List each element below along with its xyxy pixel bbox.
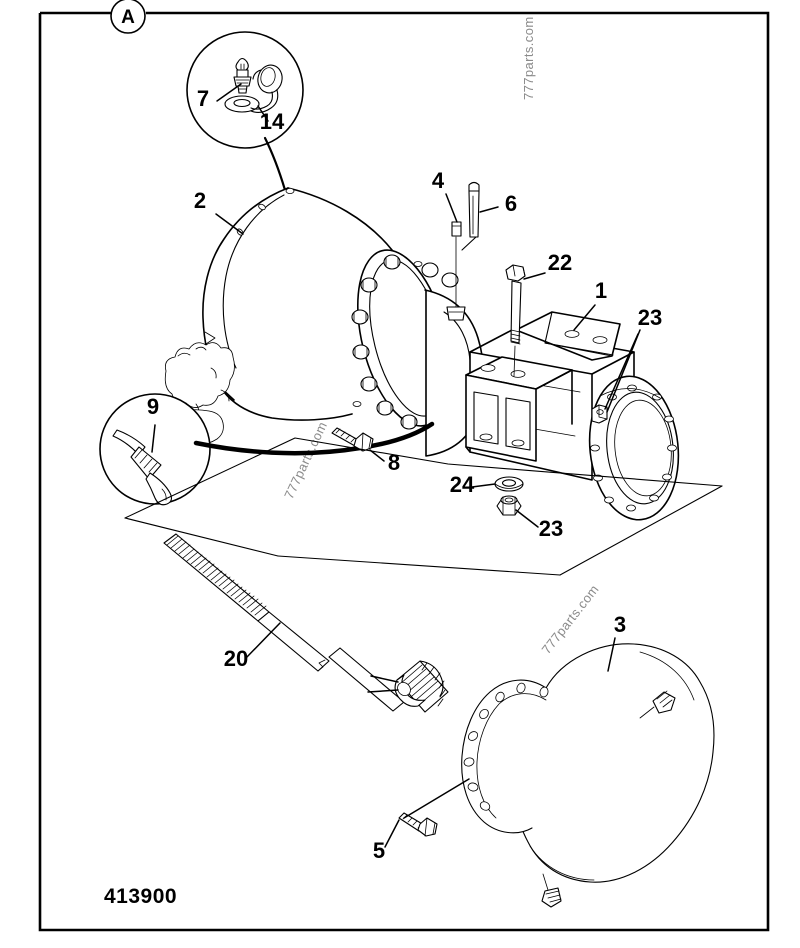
- leader-line-gear: [370, 675, 399, 683]
- callout-6: 6: [505, 191, 517, 216]
- body-nut-23-upper: [591, 404, 608, 424]
- cover-bolt-5: [398, 812, 438, 837]
- axle-assembly-part-1: [424, 289, 635, 481]
- detail-connector-line: [263, 136, 287, 192]
- flange-bolt-heads: [351, 254, 459, 430]
- callout-1: 1: [595, 278, 607, 303]
- watermark-text: 777parts.com: [539, 582, 602, 657]
- mounting-bracket: [465, 356, 573, 462]
- leader-line-14: [257, 105, 269, 122]
- callout-numbers: 2 7 14 4 6 22 1 23 9 8 24 23 20 3 5: [147, 86, 662, 863]
- callout-23-upper: 23: [638, 305, 662, 330]
- hex-bolt-22: [505, 264, 526, 377]
- leader-line-8: [369, 449, 385, 462]
- leader-line-22: [523, 272, 546, 280]
- cover-lug-right: [639, 690, 676, 719]
- callout-14: 14: [260, 109, 285, 134]
- leader-line-6: [479, 206, 499, 213]
- leader-line-23-lower: [515, 509, 539, 528]
- grease-nipple-icon: [233, 57, 252, 94]
- callout-24: 24: [450, 472, 475, 497]
- shaft-gear: [394, 660, 449, 713]
- leader-line-9: [151, 424, 156, 453]
- leader-lines: [215, 193, 641, 848]
- watermark-text: 777parts.com: [521, 16, 536, 100]
- leader-line-5: [384, 819, 400, 848]
- watermark-text: 777parts.com: [281, 419, 330, 501]
- callout-8: 8: [388, 450, 400, 475]
- callout-22: 22: [548, 250, 572, 275]
- retaining-clip-icon: [250, 64, 283, 114]
- cover-bolt-holes: [463, 682, 549, 811]
- leader-line-3: [607, 637, 616, 672]
- end-cover-part-3: [461, 643, 715, 908]
- section-marker-label: A: [121, 7, 135, 28]
- callout-2: 2: [194, 188, 206, 213]
- drawing-frame: [38, 11, 770, 932]
- callout-20: 20: [224, 646, 248, 671]
- leader-line-23-upper: [604, 333, 639, 410]
- callout-3: 3: [614, 612, 626, 637]
- breather-tube-line: [193, 421, 435, 456]
- drive-shaft-20: [163, 533, 449, 713]
- leader-line-5-to-hole: [403, 778, 470, 819]
- output-flange: [588, 375, 680, 521]
- leader-line-24: [471, 483, 496, 488]
- callout-5: 5: [373, 838, 385, 863]
- leader-line-1: [573, 304, 596, 331]
- callout-7: 7: [197, 86, 209, 111]
- drawing-number-label: 413900: [104, 885, 177, 908]
- nyloc-nut-23-lower: [496, 495, 522, 516]
- dowel-pin-4: [446, 221, 466, 321]
- callout-9: 9: [147, 394, 159, 419]
- leader-line-20: [245, 622, 281, 659]
- leader-line-23-connect: [606, 329, 641, 413]
- detail-bubble-top: [186, 31, 304, 149]
- bolt-6: [461, 181, 480, 251]
- leader-line-7: [216, 83, 242, 102]
- leader-line-gear-2: [367, 689, 399, 693]
- leader-line-2: [215, 213, 244, 235]
- section-marker-a: A: [110, 0, 146, 34]
- callout-23-lower: 23: [539, 516, 563, 541]
- callout-4: 4: [432, 168, 445, 193]
- leader-line-4: [445, 193, 458, 223]
- cover-lug-bottom: [541, 873, 562, 908]
- setscrew-8: [331, 427, 374, 452]
- washer-24: [494, 476, 524, 492]
- nipple-washer-icon: [224, 95, 260, 113]
